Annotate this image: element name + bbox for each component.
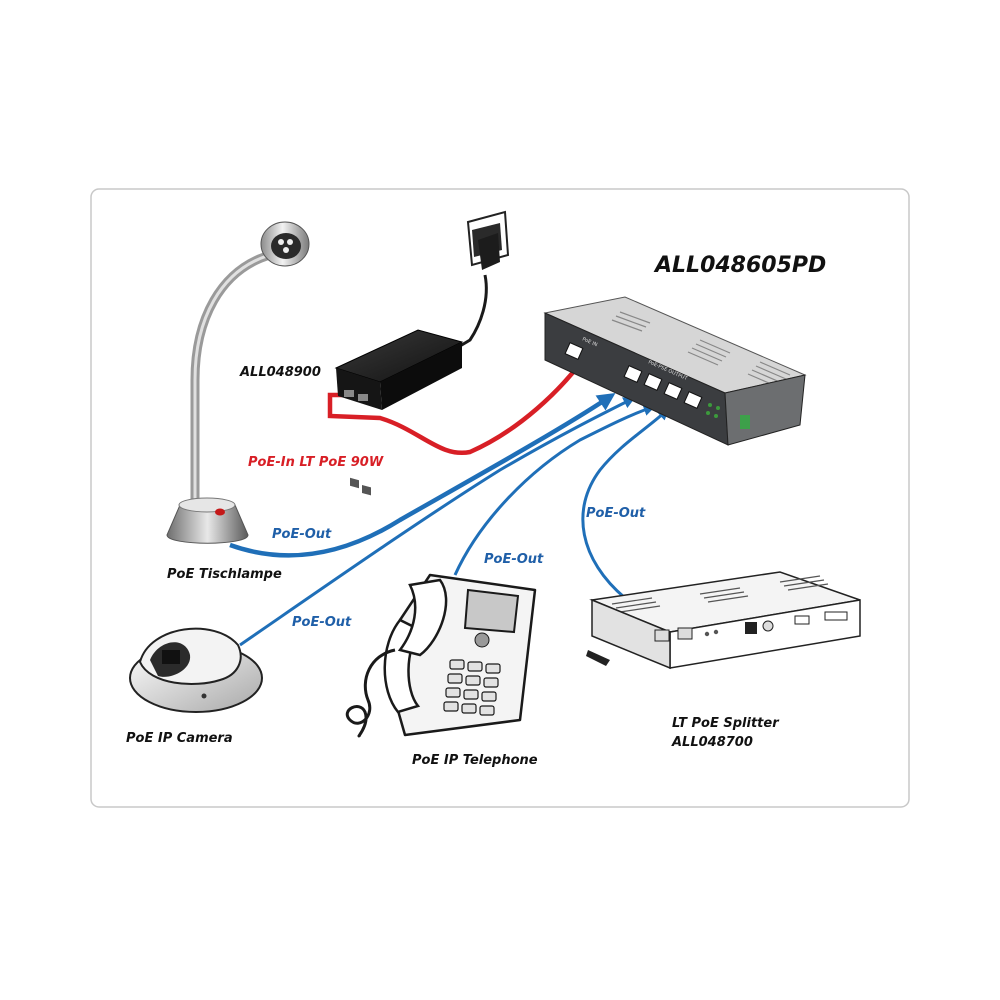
splitter-label-line2: ALL048700 (671, 735, 753, 750)
poe-out-cable-lamp (229, 393, 616, 558)
poe-splitter-icon (586, 571, 861, 670)
poe-out-cable-camera (239, 397, 636, 647)
poe-out-label-camera: PoE-Out (292, 615, 352, 630)
dome-camera-icon (129, 627, 263, 713)
splitter-label-line1: LT PoE Splitter (672, 716, 780, 731)
poe-out-label-splitter: PoE-Out (586, 506, 646, 521)
wall-plug-icon (466, 210, 510, 270)
poe-in-label: PoE-In LT PoE 90W (248, 455, 384, 470)
camera-label: PoE IP Camera (126, 731, 233, 746)
ip-telephone-icon (345, 573, 537, 738)
injector-model-label: ALL048900 (239, 365, 321, 380)
poe-switch-icon: PoE IN PoE-PSE OUTPUT (543, 296, 807, 446)
poe-out-cable-telephone (453, 404, 656, 576)
power-cable (459, 274, 488, 348)
poe-in-cable (327, 352, 589, 456)
telephone-label: PoE IP Telephone (412, 753, 538, 768)
switch-model-title: ALL048605PD (653, 253, 826, 278)
desk-lamp-icon (166, 221, 310, 544)
poe-out-label-telephone: PoE-Out (484, 552, 544, 567)
poe-out-label-lamp: PoE-Out (272, 527, 332, 542)
lamp-label: PoE Tischlampe (167, 567, 282, 582)
poe-out-cable-splitter (581, 407, 670, 600)
poe-injector-icon (334, 329, 464, 496)
